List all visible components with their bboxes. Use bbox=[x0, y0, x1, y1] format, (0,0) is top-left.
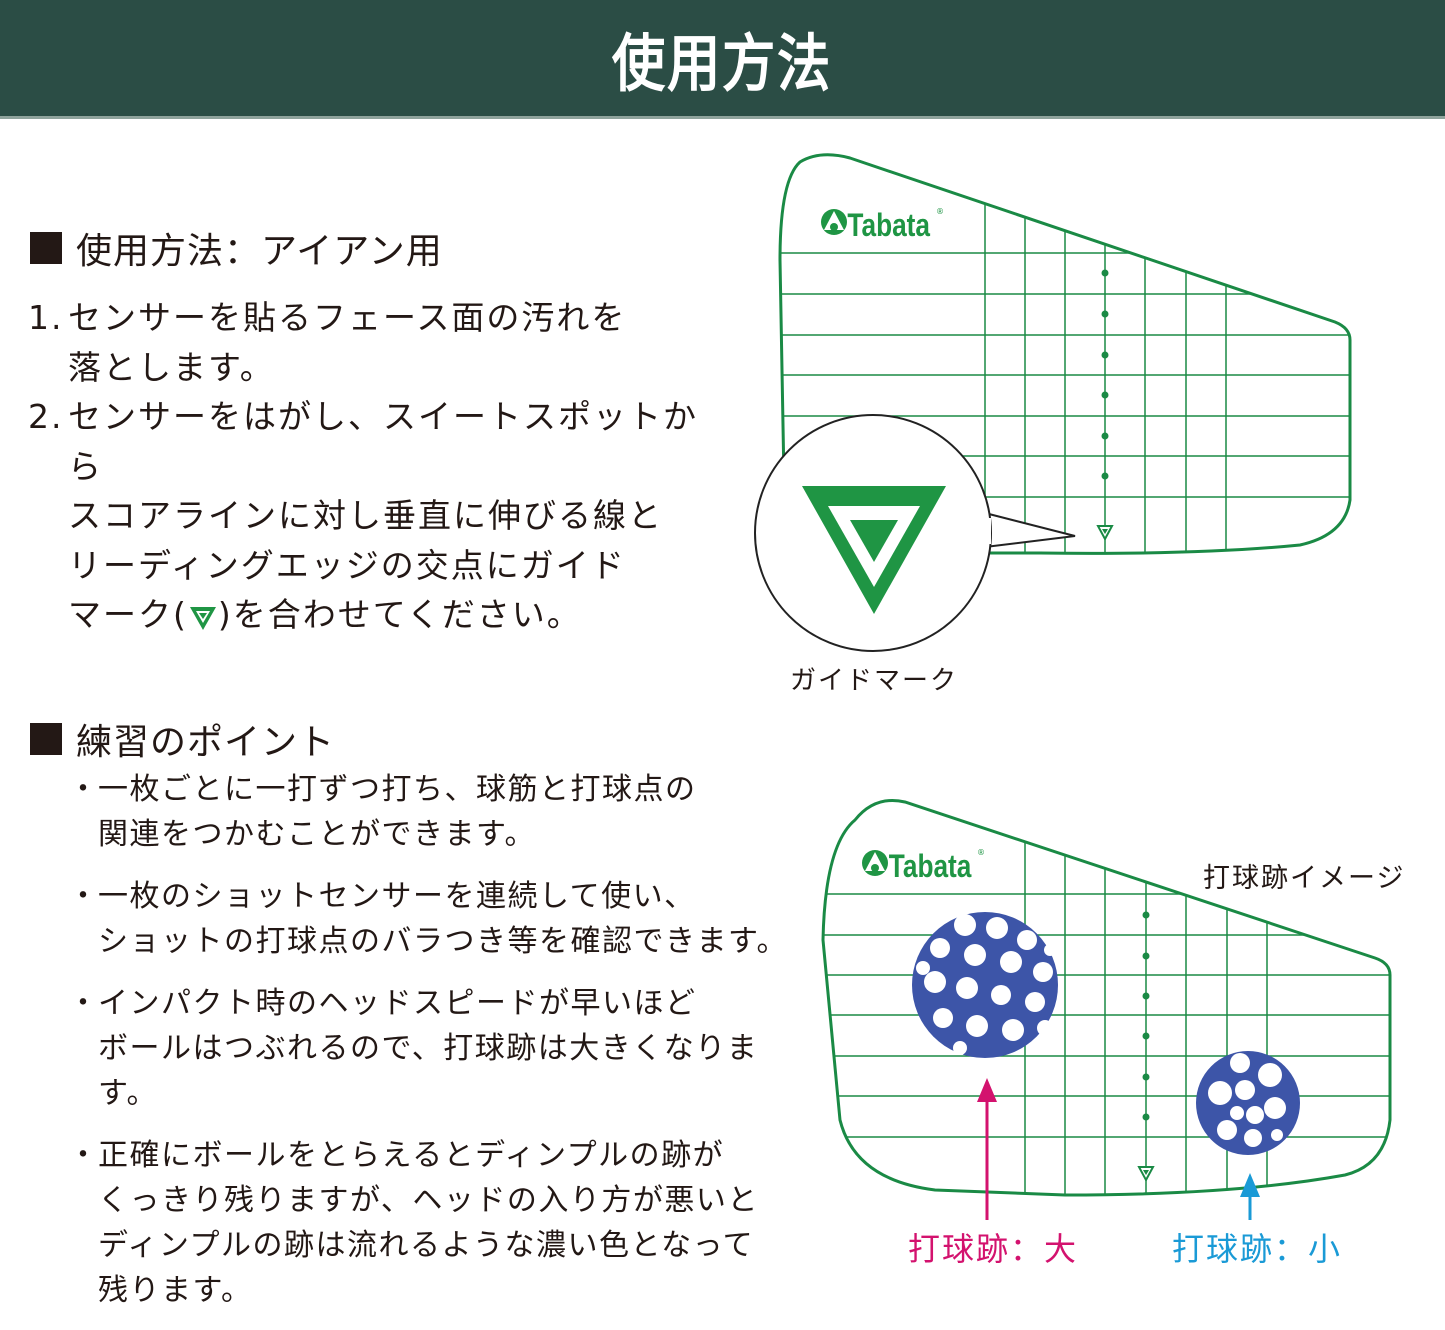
practice-heading: 練習のポイント bbox=[30, 713, 335, 765]
svg-text:Tabata: Tabata bbox=[889, 850, 972, 885]
sweet-spot-dots bbox=[1101, 269, 1109, 480]
point-line: くっきり残りますが、ヘッドの入り方が悪いと bbox=[98, 1183, 759, 1218]
point-line: 一枚のショットセンサーを連続して使い、 bbox=[98, 879, 696, 914]
practice-point: ・ インパクト時のヘッドスピードが早いほど ボールはつぶれるので、打球跡は大きく… bbox=[68, 981, 808, 1116]
square-bullet-icon bbox=[30, 723, 62, 755]
bullet: ・ bbox=[68, 879, 100, 914]
usage-heading: 使用方法：アイアン用 bbox=[30, 222, 443, 274]
guide-triangle-large-icon bbox=[802, 486, 946, 614]
impact-image-caption: 打球跡イメージ bbox=[1203, 863, 1406, 894]
bullet: ・ bbox=[68, 986, 100, 1021]
impact-mark-large-label: 打球跡：大 bbox=[908, 1230, 1079, 1268]
page-header: 使用方法 bbox=[0, 0, 1445, 119]
iron-face-diagram-guide: Tabata ® bbox=[754, 153, 1352, 652]
bullet: ・ bbox=[68, 1138, 100, 1173]
arrow-up-cyan-icon bbox=[1240, 1173, 1260, 1220]
impact-mark-small-label: 打球跡：小 bbox=[1172, 1230, 1343, 1268]
step-line-start: マーク( bbox=[68, 595, 188, 634]
impact-mark-large bbox=[912, 912, 1058, 1058]
tabata-logo: Tabata ® bbox=[862, 848, 985, 885]
point-line: 残ります。 bbox=[98, 1273, 253, 1308]
step-line: センサーを貼るフェース面の汚れを bbox=[68, 298, 627, 337]
arrow-up-magenta-icon bbox=[977, 1078, 997, 1220]
point-line: ショットの打球点のバラつき等を確認できます。 bbox=[98, 924, 788, 959]
guide-mark-caption: ガイドマーク bbox=[790, 666, 959, 696]
svg-text:Tabata: Tabata bbox=[847, 209, 930, 244]
step-line: リーディングエッジの交点にガイド bbox=[68, 545, 626, 585]
square-bullet-icon bbox=[30, 232, 62, 264]
point-line: ディンプルの跡は流れるような濃い色となって bbox=[98, 1228, 755, 1263]
point-line: 関連をつかむことができます。 bbox=[98, 817, 536, 852]
practice-heading-text: 練習のポイント bbox=[76, 722, 336, 763]
iron-face-diagram-impact: Tabata ® bbox=[821, 799, 1392, 1220]
usage-steps: 1. センサーを貼るフェース面の汚れを 落とします。 2. センサーをはがし、ス… bbox=[28, 293, 708, 640]
step-line-end: )を合わせてください。 bbox=[217, 595, 582, 634]
point-line: 一枚ごとに一打ずつ打ち、球筋と打球点の bbox=[98, 772, 697, 807]
practice-points: ・ 一枚ごとに一打ずつ打ち、球筋と打球点の 関連をつかむことができます。 ・ 一… bbox=[68, 767, 808, 1330]
practice-point: ・ 一枚のショットセンサーを連続して使い、 ショットの打球点のバラつき等を確認で… bbox=[68, 874, 808, 964]
svg-text:®: ® bbox=[936, 207, 944, 216]
step-line: センサーをはがし、スイートスポットから bbox=[68, 397, 698, 486]
page-title: 使用方法 bbox=[612, 27, 833, 100]
bullet: ・ bbox=[68, 772, 100, 807]
point-line: インパクト時のヘッドスピードが早いほど bbox=[98, 986, 697, 1021]
step-line: スコアラインに対し垂直に伸びる線と bbox=[68, 496, 663, 535]
impact-mark-small bbox=[1196, 1051, 1300, 1155]
step-line: マーク( )を合わせてください。 bbox=[68, 590, 708, 640]
step-1: 1. センサーを貼るフェース面の汚れを 落とします。 bbox=[28, 293, 708, 392]
point-line: ボールはつぶれるので、打球跡は大きくなります。 bbox=[98, 1031, 759, 1111]
step-number: 1. bbox=[28, 298, 64, 337]
step-line: 落とします。 bbox=[68, 347, 275, 387]
point-line: 正確にボールをとらえるとディンプルの跡が bbox=[98, 1138, 725, 1173]
tabata-logo: Tabata ® bbox=[821, 207, 944, 244]
svg-text:®: ® bbox=[977, 848, 985, 857]
practice-point: ・ 一枚ごとに一打ずつ打ち、球筋と打球点の 関連をつかむことができます。 bbox=[68, 767, 808, 857]
practice-point: ・ 正確にボールをとらえるとディンプルの跡が くっきり残りますが、ヘッドの入り方… bbox=[68, 1133, 808, 1313]
step-number: 2. bbox=[28, 397, 64, 436]
step-2: 2. センサーをはがし、スイートスポットから スコアラインに対し垂直に伸びる線と… bbox=[28, 392, 708, 640]
guide-triangle-icon bbox=[189, 606, 216, 630]
usage-heading-text: 使用方法：アイアン用 bbox=[76, 231, 443, 272]
